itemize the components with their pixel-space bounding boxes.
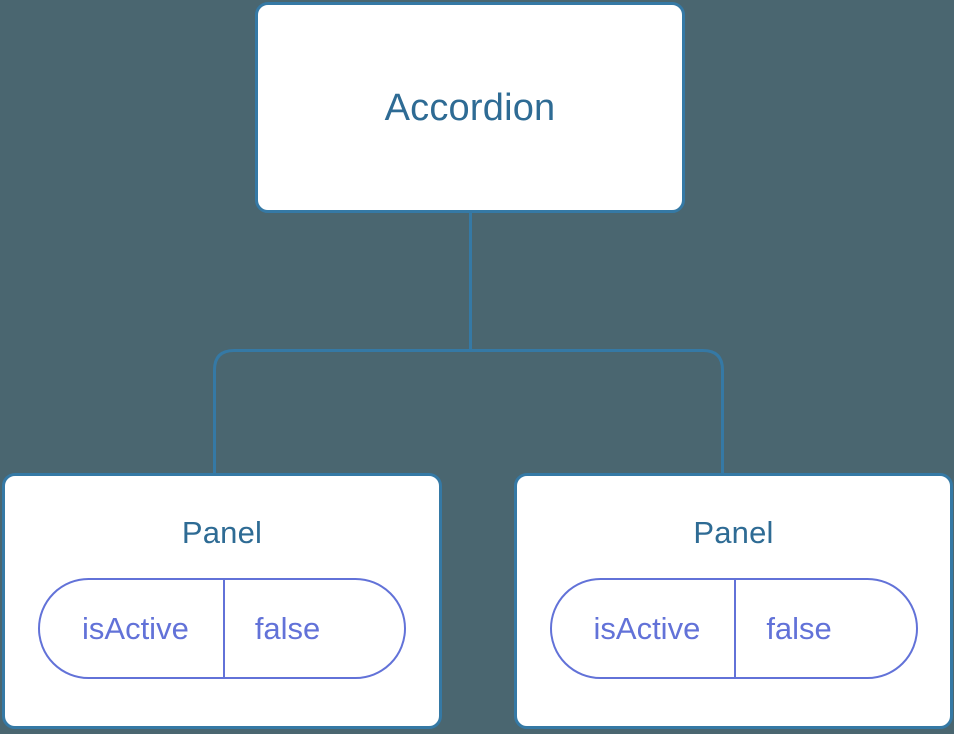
state-pill-right-key: isActive bbox=[593, 611, 701, 646]
node-panel-left-title: Panel bbox=[181, 515, 263, 550]
state-pill-right-divider bbox=[734, 580, 737, 677]
node-accordion-title: Accordion bbox=[384, 86, 556, 129]
node-accordion[interactable]: Accordion bbox=[255, 2, 685, 213]
state-pill-right-value: false bbox=[766, 611, 832, 646]
state-pill-left-value: false bbox=[254, 611, 321, 646]
connector-branch-right bbox=[470, 349, 724, 474]
connector-branch-left bbox=[213, 349, 471, 474]
node-panel-right[interactable]: Panel isActive false bbox=[514, 473, 953, 729]
state-pill-left-key: isActive bbox=[82, 611, 189, 646]
state-pill-left-divider bbox=[222, 580, 225, 677]
state-pill-left[interactable]: isActive false bbox=[38, 578, 406, 679]
node-panel-right-title: Panel bbox=[693, 515, 774, 550]
node-panel-left[interactable]: Panel isActive false bbox=[2, 473, 442, 729]
state-pill-right[interactable]: isActive false bbox=[549, 578, 918, 679]
